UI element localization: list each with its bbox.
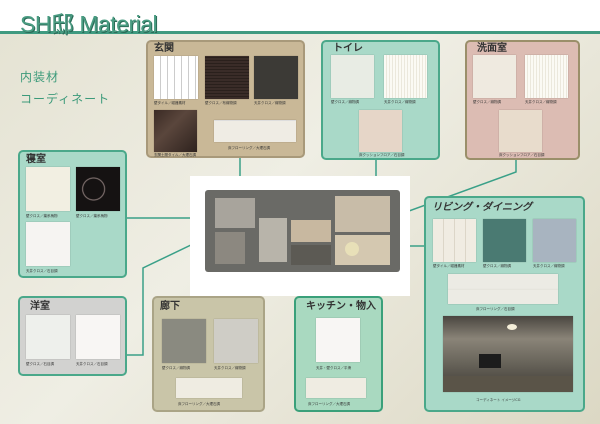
swatch-ceiling xyxy=(384,55,427,98)
swatch-label: 天井クロス／織物調 xyxy=(214,366,246,370)
swatch-flooring xyxy=(306,378,366,398)
swatch-ceiling-wall xyxy=(316,318,360,362)
panel-title: 洗面室 xyxy=(477,43,507,54)
swatch-label: 壁クロス／布織物調 xyxy=(205,101,237,105)
swatch-floor xyxy=(499,110,542,152)
panel-rouka: 廊下 壁クロス／織物調 天井クロス／織物調 床フローリング／大理石調 xyxy=(152,296,265,412)
swatch-wall-1 xyxy=(26,167,70,211)
floor-plan-3d xyxy=(205,190,400,272)
swatch-label: 玄関土間タイル／大理石調 xyxy=(154,153,196,157)
swatch-wall xyxy=(162,319,206,363)
interior-render-image xyxy=(443,316,573,392)
swatch-ceiling xyxy=(214,319,258,363)
panel-living: リビング・ダイニング 壁タイル／磁器素材 壁クロス／織物調 天井クロス／織物調 … xyxy=(424,196,585,412)
swatch-label: 壁クロス／織物調 xyxy=(331,100,359,104)
swatch-label: 壁クロス／葉系柄物 xyxy=(76,214,108,218)
swatch-label: 天井クロス／織物調 xyxy=(533,264,565,268)
swatch-label: 壁クロス／織物調 xyxy=(473,100,501,104)
swatch-flooring xyxy=(448,274,558,304)
swatch-label: 壁クロス／石目調 xyxy=(26,362,54,366)
swatch-label: 壁クロス／葉系柄物 xyxy=(26,214,58,218)
swatch-label: 床フローリング／大理石調 xyxy=(228,146,270,150)
swatch-wall-tile xyxy=(433,219,476,262)
page-title: SH邸 Material xyxy=(20,11,158,37)
swatch-wall-2 xyxy=(76,167,120,211)
swatch-wall xyxy=(473,55,516,98)
swatch-ceiling xyxy=(76,315,120,359)
swatch-label: 壁タイル／磁器素材 xyxy=(154,101,186,105)
intro-line-1: 内装材 xyxy=(20,70,60,84)
swatch-label: 床フローリング／大理石調 xyxy=(308,402,350,406)
swatch-label: 床クッションフロア／石目調 xyxy=(359,153,405,157)
swatch-label: 床フローリング／大理石調 xyxy=(178,402,220,406)
swatch-wall xyxy=(26,315,70,359)
panel-title: トイレ xyxy=(333,43,363,54)
swatch-label: 床クッションフロア／石目調 xyxy=(499,153,545,157)
swatch-floor xyxy=(359,110,402,152)
swatch-label: 天井クロス／石目調 xyxy=(76,362,108,366)
swatch-entrance-tile xyxy=(154,110,197,152)
panel-title: リビング・ダイニング xyxy=(432,202,532,213)
swatch-ceiling xyxy=(26,222,70,266)
swatch-label: 天井クロス／織物調 xyxy=(525,100,557,104)
swatch-label: 天井クロス／織物調 xyxy=(254,101,286,105)
panel-kitchen: キッチン・物入 天井・壁クロス／平滑 床フローリング／大理石調 xyxy=(294,296,383,412)
panel-title: 廊下 xyxy=(160,301,180,312)
swatch-label: 天井クロス／織物調 xyxy=(384,100,416,104)
header-bar: SH邸 Material xyxy=(0,0,600,37)
swatch-label: 壁タイル／磁器素材 xyxy=(433,264,465,268)
swatch-ceiling-cloth xyxy=(254,56,298,99)
image-caption: コーディネート イメージCG xyxy=(476,398,521,402)
swatch-label: 天井・壁クロス／平滑 xyxy=(316,366,351,370)
swatch-wall xyxy=(331,55,374,98)
swatch-wall-cloth xyxy=(483,219,526,262)
swatch-label: 壁クロス／織物調 xyxy=(483,264,511,268)
panel-title: キッチン・物入 xyxy=(306,301,376,312)
swatch-ceiling-cloth xyxy=(533,219,576,262)
swatch-ceiling xyxy=(525,55,568,98)
panel-youshitsu: 洋室 壁クロス／石目調 天井クロス／石目調 xyxy=(18,296,127,376)
intro-line-2: コーディネート xyxy=(20,92,111,106)
panel-shinshitsu: 寝室 壁クロス／葉系柄物 壁クロス／葉系柄物 天井クロス／石目調 xyxy=(18,150,127,278)
swatch-label: 床フローリング／石目調 xyxy=(476,307,515,311)
panel-senmen: 洗面室 壁クロス／織物調 天井クロス／織物調 床クッションフロア／石目調 xyxy=(465,40,580,160)
swatch-label: 天井クロス／石目調 xyxy=(26,269,58,273)
panel-title: 寝室 xyxy=(26,154,46,165)
swatch-flooring xyxy=(176,378,242,398)
panel-genkan: 玄関 壁タイル／磁器素材 壁クロス／布織物調 天井クロス／織物調 玄関土間タイル… xyxy=(146,40,305,158)
swatch-wall-cloth xyxy=(205,56,249,99)
swatch-wall-tile xyxy=(154,56,198,99)
swatch-flooring xyxy=(214,120,296,142)
panel-toilet: トイレ 壁クロス／織物調 天井クロス／織物調 床クッションフロア／石目調 xyxy=(321,40,440,160)
panel-title: 洋室 xyxy=(30,301,50,312)
swatch-label: 壁クロス／織物調 xyxy=(162,366,190,370)
panel-title: 玄関 xyxy=(154,43,174,54)
